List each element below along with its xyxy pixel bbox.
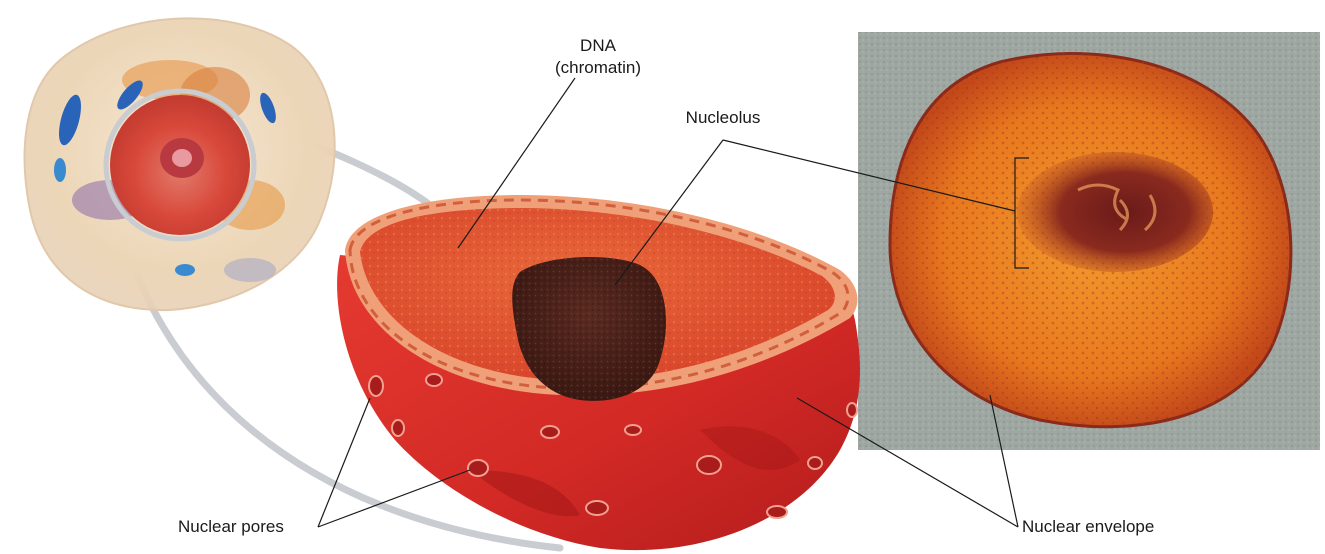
nucleus-cutaway bbox=[337, 195, 860, 550]
nuclear-pore bbox=[697, 456, 721, 474]
animal-cell-illustration bbox=[25, 18, 335, 310]
vesicle-icon bbox=[54, 158, 66, 182]
label-nuclear-envelope: Nuclear envelope bbox=[1022, 517, 1154, 536]
nuclear-pore bbox=[541, 426, 559, 438]
pore-leader-2 bbox=[318, 470, 470, 527]
pore-leader-1 bbox=[318, 398, 370, 527]
label-nucleolus: Nucleolus bbox=[686, 108, 761, 127]
micrograph-panel bbox=[858, 32, 1320, 450]
vesicle-icon bbox=[175, 264, 195, 276]
nuclear-pore bbox=[625, 425, 641, 435]
nuclear-pore bbox=[369, 376, 383, 396]
label-nuclear-pores: Nuclear pores bbox=[178, 517, 284, 536]
nuclear-pore bbox=[392, 420, 404, 436]
nuclear-pore bbox=[847, 403, 857, 417]
label-chromatin: (chromatin) bbox=[555, 58, 641, 77]
label-dna: DNA bbox=[580, 36, 617, 55]
nuclear-pore bbox=[426, 374, 442, 386]
micrograph-nucleolus bbox=[1017, 152, 1213, 272]
nuclear-pore bbox=[586, 501, 608, 515]
lysosome-icon bbox=[224, 258, 276, 282]
nuclear-pore bbox=[767, 506, 787, 518]
small-nucleolus-core bbox=[172, 149, 192, 167]
nuclear-pore bbox=[808, 457, 822, 469]
nuclear-pore bbox=[468, 460, 488, 476]
